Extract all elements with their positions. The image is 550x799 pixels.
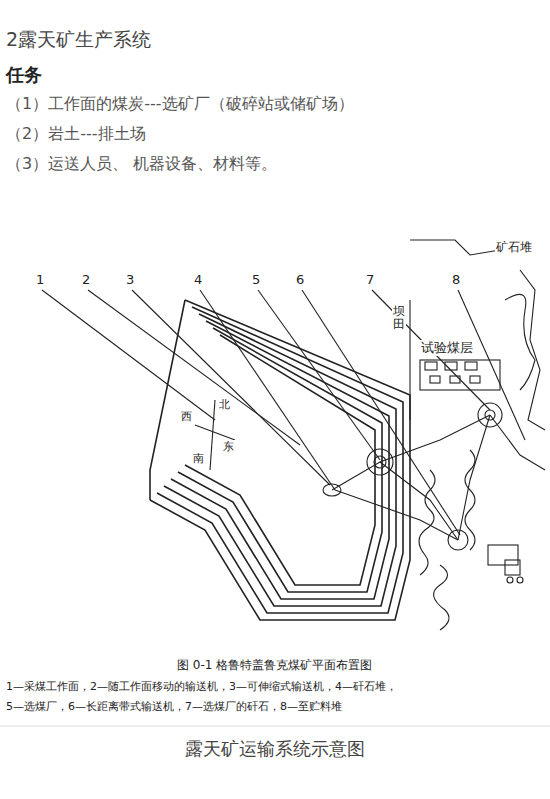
callout-number: 2 xyxy=(82,272,90,288)
map-label: 矿石堆 xyxy=(495,240,533,254)
figure-legend-text: 1—采煤工作面，2—随工作面移动的输送机，3—可伸缩式输送机，4—矸石堆， xyxy=(6,680,397,693)
slide-caption: 露天矿运输系统示意图 xyxy=(185,738,365,760)
callout-number: 4 xyxy=(194,272,202,288)
slide-title: 2露天矿生产系统 xyxy=(6,28,151,51)
map-label: 坝田 xyxy=(392,305,406,331)
compass-label: 西 xyxy=(180,410,193,423)
task-heading: 任务 xyxy=(6,64,42,86)
callout-number: 5 xyxy=(252,272,260,288)
callout-number: 6 xyxy=(296,272,304,288)
figure-caption: 图 0-1 格鲁特盖鲁克煤矿平面布置图 xyxy=(177,658,372,672)
callout-number: 1 xyxy=(36,272,44,288)
map-label: 试验煤层 xyxy=(420,340,474,356)
compass-label: 东 xyxy=(222,440,235,453)
compass-label: 南 xyxy=(192,452,205,465)
task-item: （1）工作面的煤炭---选矿厂（破碎站或储矿场） xyxy=(6,94,354,113)
callout-number: 8 xyxy=(452,272,460,288)
callout-number: 7 xyxy=(366,272,374,288)
figure-legend-text: 5—选煤厂，6—长距离带式输送机，7—选煤厂的矸石，8—至贮料堆 xyxy=(6,700,342,713)
callout-number: 3 xyxy=(126,272,134,288)
task-item: （2）岩土---排土场 xyxy=(6,124,146,143)
task-item: （3）运送人员、 机器设备、材料等。 xyxy=(6,154,277,173)
compass-label: 北 xyxy=(218,398,231,411)
